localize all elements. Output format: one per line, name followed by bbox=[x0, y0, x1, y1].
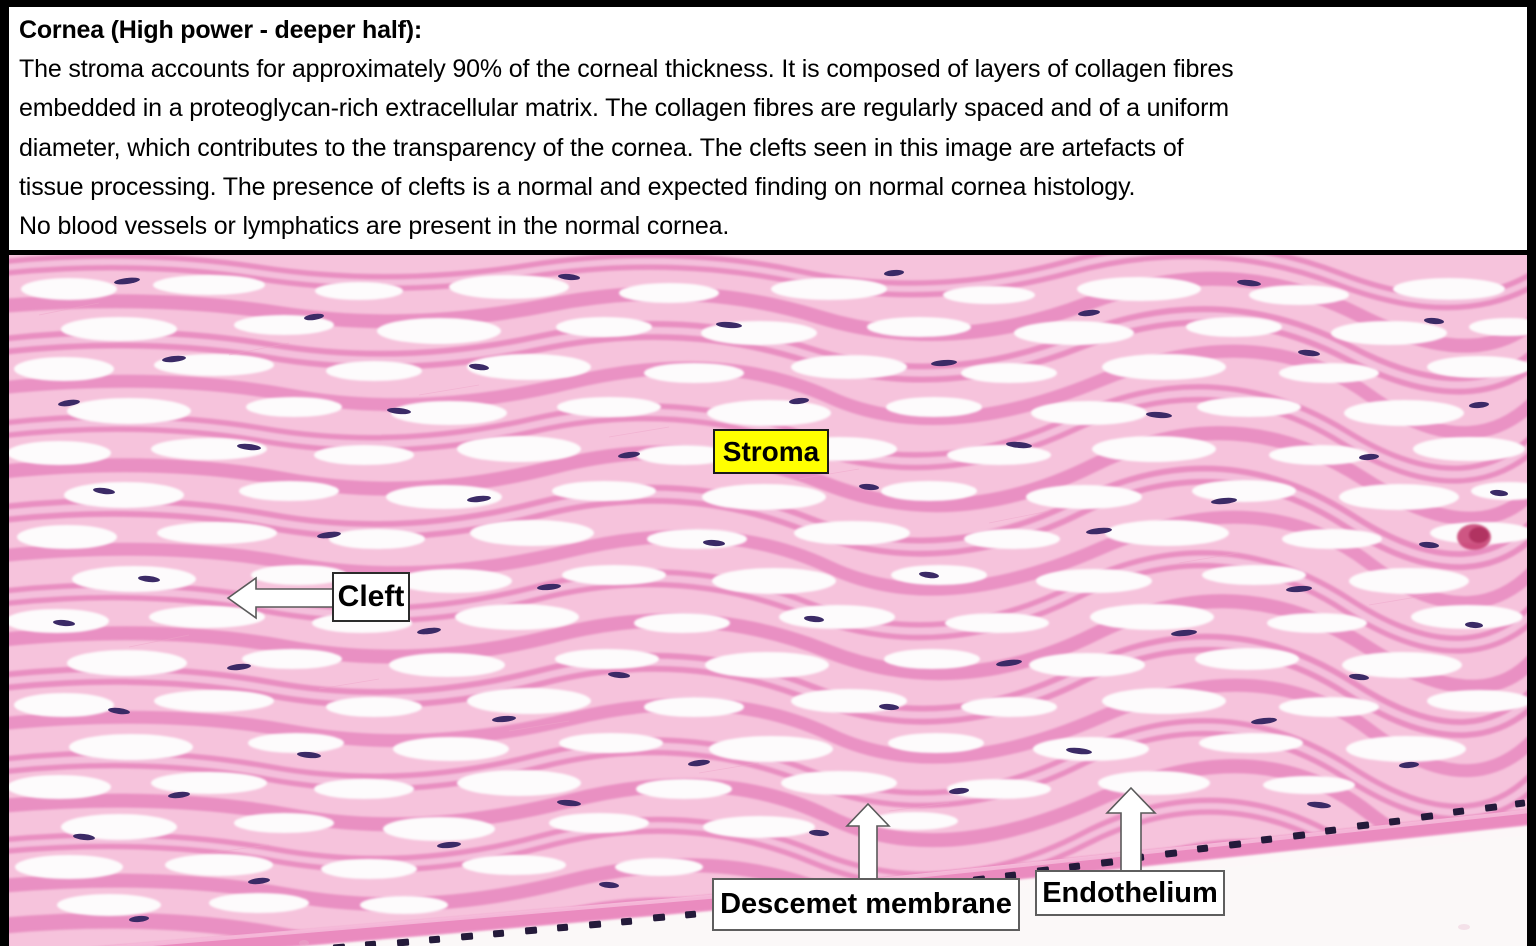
caption-line-5: No blood vessels or lymphatics are prese… bbox=[19, 212, 730, 241]
caption-line-3: diameter, which contributes to the trans… bbox=[19, 133, 1184, 162]
cleft-spaces bbox=[9, 275, 1527, 916]
caption-title: Cornea (High power - deeper half): bbox=[19, 16, 422, 44]
caption-line-4: tissue processing. The presence of cleft… bbox=[19, 172, 1136, 201]
pigment-deposit bbox=[1457, 524, 1491, 550]
cleft-arrow-icon bbox=[226, 576, 337, 620]
endothelium-arrow-icon bbox=[1105, 786, 1157, 875]
fibre-striations bbox=[38, 302, 1430, 854]
label-cleft[interactable]: Cleft bbox=[332, 572, 410, 622]
label-endothelium[interactable]: Endothelium bbox=[1035, 870, 1225, 916]
caption-body: The stroma accounts for approximately 90… bbox=[19, 50, 1517, 246]
keratocyte-nuclei bbox=[53, 269, 1508, 923]
caption-line-1: The stroma accounts for approximately 90… bbox=[19, 55, 1234, 83]
label-descemet-membrane[interactable]: Descemet membrane bbox=[712, 878, 1020, 931]
stroma-lamellae-layer bbox=[9, 255, 1527, 946]
anterior-chamber bbox=[422, 835, 1527, 946]
descemet-arrow-icon bbox=[845, 802, 891, 883]
caption-line-2: embedded in a proteoglycan-rich extracel… bbox=[19, 94, 1229, 123]
label-stroma[interactable]: Stroma bbox=[713, 429, 829, 474]
micrograph-canvas bbox=[9, 255, 1527, 946]
cornea-micrograph bbox=[9, 255, 1527, 946]
caption-panel: Cornea (High power - deeper half): The s… bbox=[9, 7, 1527, 250]
